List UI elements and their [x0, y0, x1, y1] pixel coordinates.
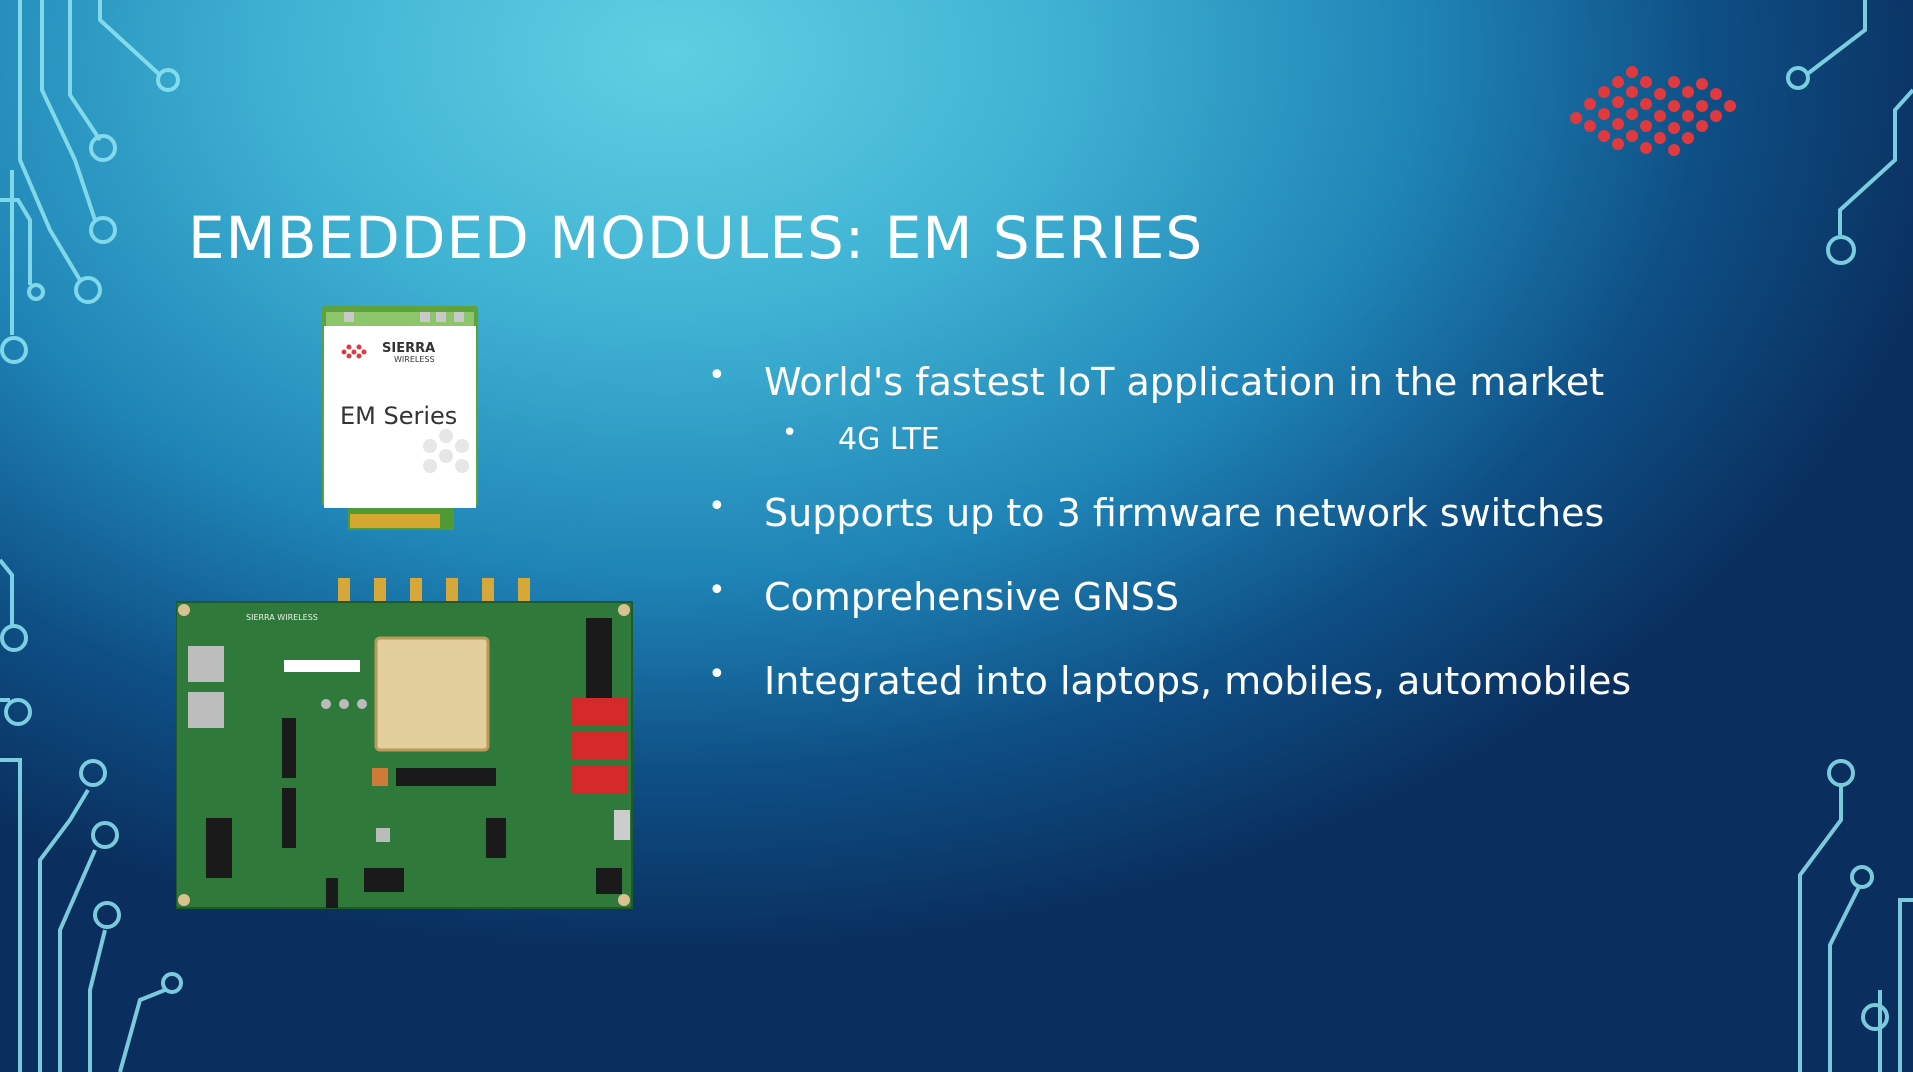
dev-board-image: SIERRA WIRELESS — [176, 578, 633, 909]
bullet-item: • World's fastest IoT application in the… — [700, 358, 1631, 404]
em-series-module-image: SIERRA WIRELESS EM Series — [322, 306, 478, 530]
slide-title: EMBEDDED MODULES: EM SERIES — [188, 203, 1204, 272]
sub-bullet-item: • 4G LTE — [700, 418, 1631, 457]
bullet-item: • Supports up to 3 firmware network swit… — [700, 489, 1631, 535]
bullet-item: • Comprehensive GNSS — [700, 573, 1631, 619]
bullet-text: 4G LTE — [838, 422, 940, 457]
module-product-label: EM Series — [340, 402, 457, 430]
bullet-text: World's fastest IoT application in the m… — [764, 360, 1605, 404]
bullet-text: Integrated into laptops, mobiles, automo… — [764, 659, 1632, 703]
bullet-dot: • — [708, 573, 726, 608]
bullet-dot: • — [708, 358, 726, 393]
board-silkscreen: SIERRA WIRELESS — [246, 613, 318, 622]
bullet-text: Supports up to 3 firmware network switch… — [764, 491, 1605, 535]
bullet-dot: • — [708, 657, 726, 692]
module-brand-bottom: WIRELESS — [394, 355, 435, 364]
company-logo — [1570, 66, 1736, 156]
bullet-list: • World's fastest IoT application in the… — [700, 358, 1632, 703]
bullet-text: Comprehensive GNSS — [764, 575, 1180, 619]
bullet-item: • Integrated into laptops, mobiles, auto… — [700, 657, 1632, 703]
module-brand-top: SIERRA — [382, 341, 435, 356]
bullet-dot: • — [782, 418, 798, 448]
bullet-dot: • — [708, 489, 726, 524]
